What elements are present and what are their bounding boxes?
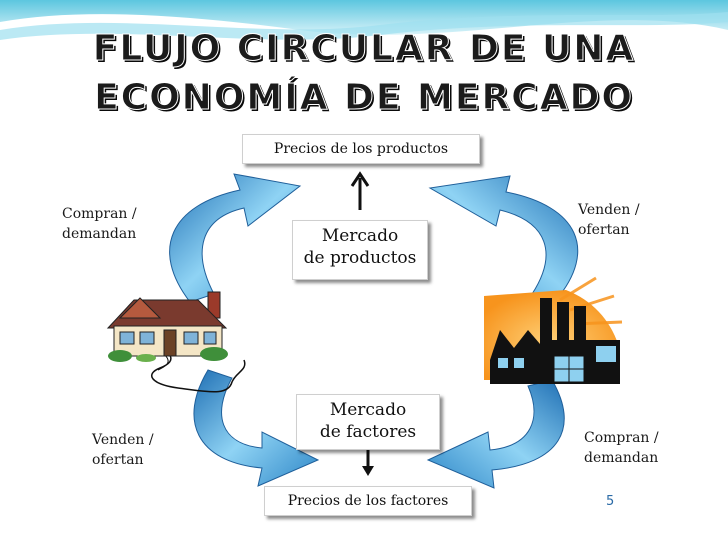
arrow-top-left [169, 173, 302, 303]
down-arrow-icon [362, 448, 374, 476]
label-top-left: Compran / demandan [62, 204, 137, 244]
label-bottom-left-line-1: Venden / [92, 432, 154, 448]
product-market-box: Mercado de productos [292, 220, 428, 280]
factory-icon [484, 276, 623, 384]
house-icon [106, 291, 246, 393]
up-arrow-icon [350, 171, 370, 210]
factor-prices-box: Precios de los factores [264, 486, 472, 516]
product-market-label-line-2: de productos [303, 248, 417, 268]
product-prices-box: Precios de los productos [242, 134, 480, 164]
arrow-bottom-right [426, 379, 565, 489]
slide-title-line-2: ECONOMÍA DE MERCADO [94, 77, 634, 119]
label-bottom-left-line-2: ofertan [92, 452, 144, 468]
label-top-left-line-1: Compran / [62, 206, 137, 222]
label-top-right-line-1: Venden / [578, 202, 640, 218]
product-market-label-line-1: Mercado [321, 226, 399, 246]
arrow-bottom-left [193, 369, 320, 487]
factor-market-label-line-2: de factores [319, 422, 417, 442]
factor-market-box: Mercado de factores [296, 394, 440, 450]
label-bottom-right-line-1: Compran / [584, 430, 659, 446]
label-bottom-right: Compran / demandan [584, 428, 659, 468]
label-bottom-left: Venden / ofertan [92, 430, 154, 470]
factor-market-label-line-1: Mercado [329, 400, 407, 420]
label-top-left-line-2: demandan [62, 226, 137, 242]
slide-title-line-1: FLUJO CIRCULAR DE UNA [92, 28, 636, 70]
arrow-top-right [428, 175, 579, 301]
label-top-right: Venden / ofertan [578, 200, 640, 240]
header-wave [0, 0, 728, 40]
label-top-right-line-2: ofertan [578, 222, 630, 238]
label-bottom-right-line-2: demandan [584, 450, 659, 466]
page-number: 5 [606, 494, 615, 509]
